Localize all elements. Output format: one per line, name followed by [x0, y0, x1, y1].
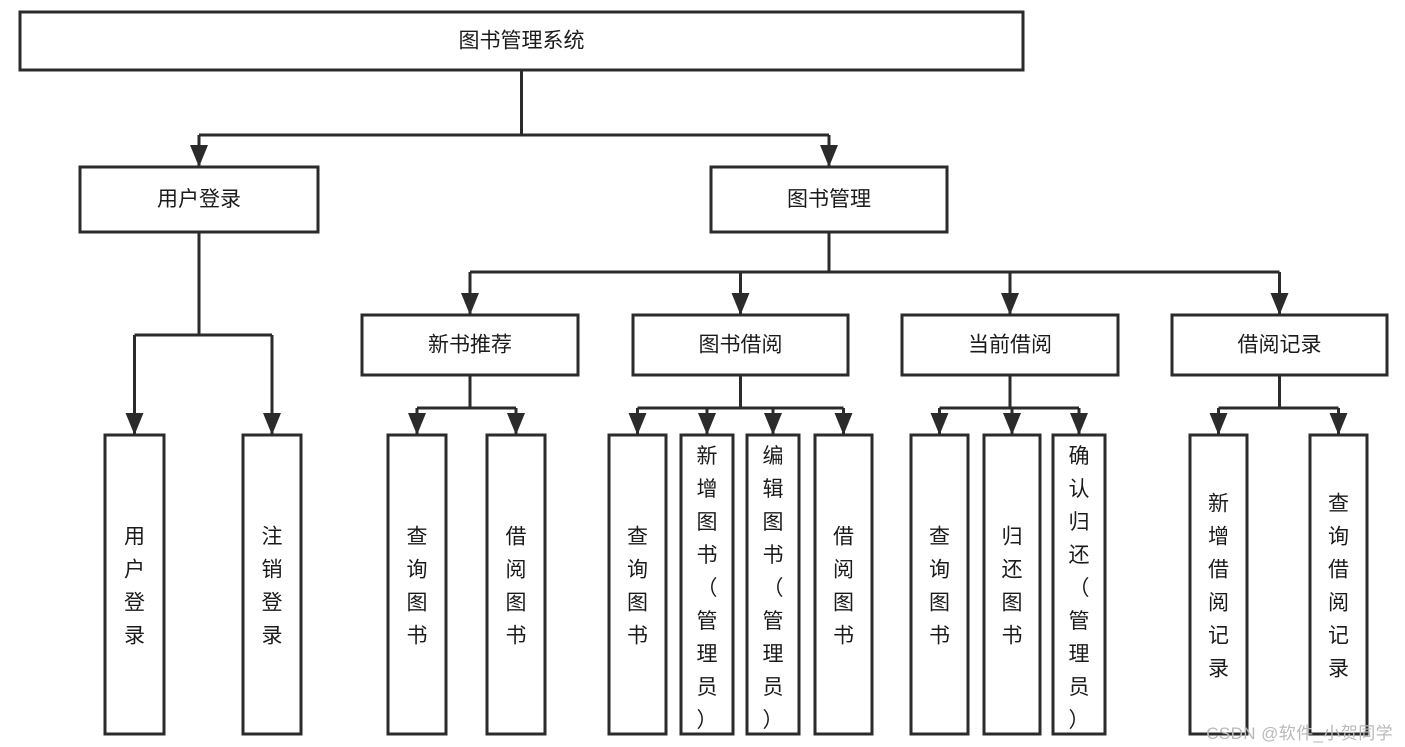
node-level2-0[interactable]: 用户登录: [78, 165, 320, 234]
nodes-layer: 图书管理系统用户登录图书管理新书推荐图书借阅当前借阅借阅记录用户登录注销登录查询…: [18, 10, 1389, 736]
node-label: 查询图书: [627, 526, 648, 648]
node-label: 图书借阅: [699, 334, 783, 357]
connector-arrowhead: [764, 413, 782, 435]
connector-arrowhead: [1270, 293, 1289, 315]
node-level3-1[interactable]: 图书借阅: [631, 313, 850, 377]
node-box[interactable]: [78, 165, 320, 234]
connector-arrowhead: [1329, 413, 1348, 435]
node-label: 图书管理系统: [459, 30, 585, 53]
node-leaf-11[interactable]: 新增借阅记录: [1188, 433, 1249, 736]
connector-arrowhead: [834, 413, 853, 435]
node-label: 新增图书（管理员）: [697, 445, 718, 732]
node-label: 查询图书: [929, 526, 950, 648]
node-box[interactable]: [813, 433, 874, 736]
node-label: 用户登录: [157, 188, 241, 211]
node-box[interactable]: [103, 433, 166, 736]
node-label: 借阅图书: [833, 526, 854, 648]
node-leaf-12[interactable]: 查询借阅记录: [1308, 433, 1369, 736]
node-box[interactable]: [745, 433, 801, 736]
node-box[interactable]: [1170, 313, 1389, 377]
connector-arrowhead: [930, 413, 949, 435]
node-label: 确认归还（管理员）: [1069, 445, 1090, 732]
node-leaf-8[interactable]: 查询图书: [909, 433, 970, 736]
connector-arrowhead: [1070, 413, 1088, 435]
node-box[interactable]: [1308, 433, 1369, 736]
node-leaf-0[interactable]: 用户登录: [103, 433, 166, 736]
node-leaf-6[interactable]: 编辑图书（管理员）: [745, 433, 801, 736]
connector-arrowhead: [731, 293, 750, 315]
node-leaf-9[interactable]: 归还图书: [982, 433, 1042, 736]
node-box[interactable]: [631, 313, 850, 377]
connector-arrowhead: [1003, 413, 1021, 435]
node-leaf-5[interactable]: 新增图书（管理员）: [679, 433, 735, 736]
node-label: 用户登录: [124, 526, 145, 648]
connector-arrowhead: [698, 413, 716, 435]
node-label: 查询图书: [407, 526, 428, 648]
connector-arrowhead: [507, 413, 525, 435]
node-box[interactable]: [360, 313, 580, 377]
node-leaf-4[interactable]: 查询图书: [607, 433, 668, 736]
connector-arrowhead: [628, 413, 647, 435]
connector-arrowhead: [461, 293, 479, 315]
node-box[interactable]: [1051, 433, 1107, 736]
node-box[interactable]: [386, 433, 448, 736]
node-label: 查询借阅记录: [1328, 493, 1349, 681]
node-label: 当前借阅: [968, 334, 1052, 357]
node-box[interactable]: [679, 433, 735, 736]
node-label: 借阅记录: [1238, 334, 1322, 357]
node-box[interactable]: [709, 165, 949, 234]
node-level3-2[interactable]: 当前借阅: [900, 313, 1120, 377]
node-level3-3[interactable]: 借阅记录: [1170, 313, 1389, 377]
node-box[interactable]: [18, 10, 1025, 72]
node-label: 新增借阅记录: [1208, 493, 1229, 681]
connector-arrowhead: [820, 145, 838, 167]
node-box[interactable]: [909, 433, 970, 736]
connector-arrowhead: [190, 145, 208, 167]
node-leaf-10[interactable]: 确认归还（管理员）: [1051, 433, 1107, 736]
node-leaf-3[interactable]: 借阅图书: [485, 433, 547, 736]
node-box[interactable]: [982, 433, 1042, 736]
node-box[interactable]: [485, 433, 547, 736]
node-level2-1[interactable]: 图书管理: [709, 165, 949, 234]
node-leaf-7[interactable]: 借阅图书: [813, 433, 874, 736]
node-box[interactable]: [241, 433, 303, 736]
node-root-0[interactable]: 图书管理系统: [18, 10, 1025, 72]
node-box[interactable]: [1188, 433, 1249, 736]
node-label: 注销登录: [262, 526, 283, 648]
node-box[interactable]: [607, 433, 668, 736]
node-level3-0[interactable]: 新书推荐: [360, 313, 580, 377]
node-box[interactable]: [900, 313, 1120, 377]
node-leaf-1[interactable]: 注销登录: [241, 433, 303, 736]
connector-arrowhead: [408, 413, 426, 435]
node-label: 新书推荐: [428, 334, 512, 357]
node-label: 编辑图书（管理员）: [763, 445, 784, 732]
node-leaf-2[interactable]: 查询图书: [386, 433, 448, 736]
connector-arrowhead: [1001, 293, 1019, 315]
connector-arrowhead: [1209, 413, 1228, 435]
connectors-layer: [125, 70, 1348, 435]
node-label: 图书管理: [787, 188, 871, 211]
node-label: 借阅图书: [506, 526, 527, 648]
node-label: 归还图书: [1002, 526, 1023, 648]
connector-arrowhead: [125, 413, 144, 435]
connector-arrowhead: [263, 413, 281, 435]
